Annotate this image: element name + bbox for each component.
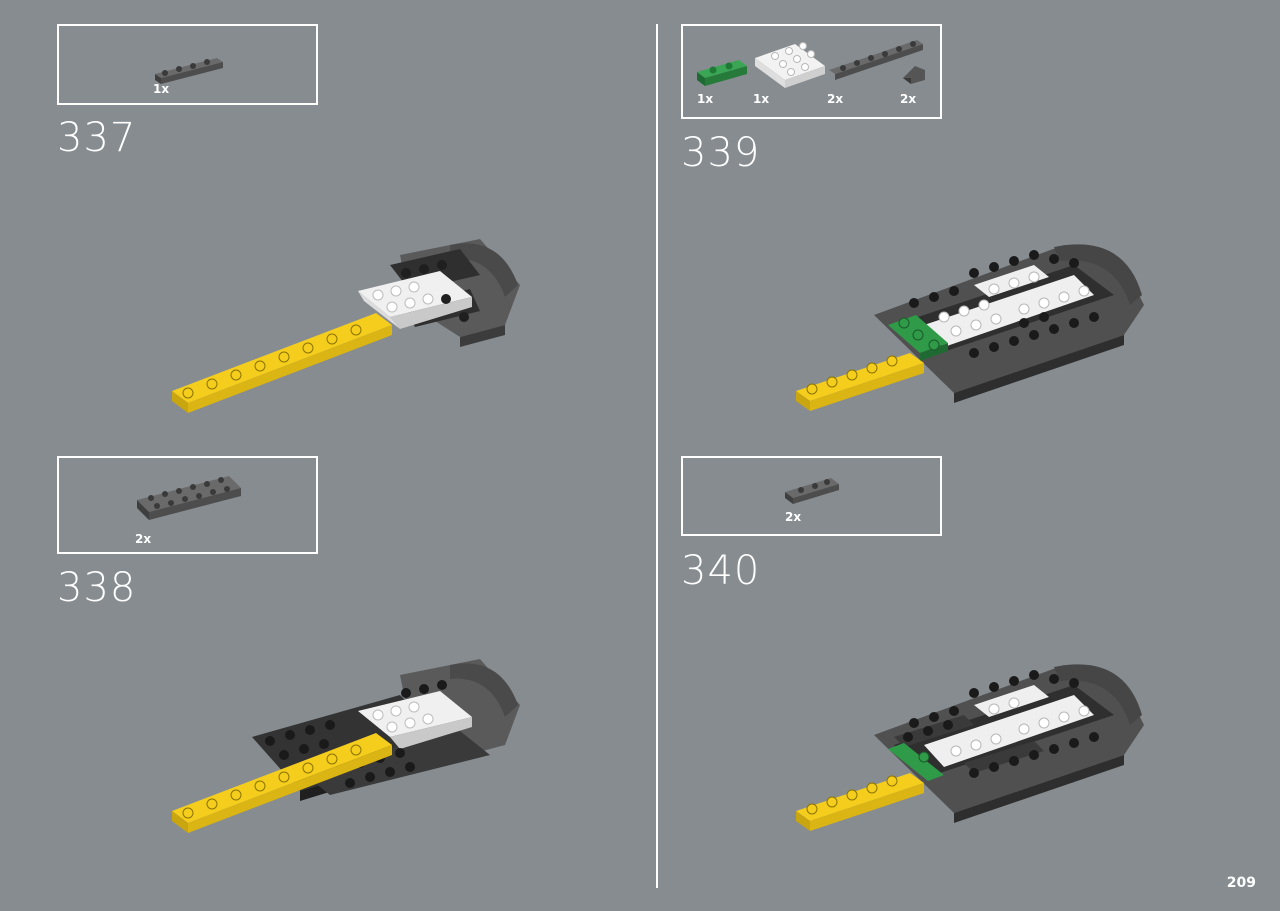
step-number-340: 340 [681, 548, 761, 594]
part-qty: 1x [153, 82, 170, 96]
green-plate-icon [697, 60, 747, 86]
part-qty: 2x [827, 92, 844, 106]
part-qty: 1x [697, 92, 714, 106]
step-339-model [796, 244, 1144, 411]
part-qty: 1x [753, 92, 770, 106]
step-340-model [796, 664, 1144, 831]
part-qty: 2x [135, 532, 152, 546]
plate-1x4-icon [155, 58, 223, 84]
part-qty: 2x [785, 510, 802, 524]
step-338-model [172, 659, 520, 833]
page-divider [656, 24, 658, 888]
parts-box-339: 1x 1x 2x 2x [681, 24, 942, 119]
part-qty: 2x [900, 92, 917, 106]
plate-2x6-icon [137, 476, 241, 520]
parts-339-icons [697, 40, 925, 88]
page-number: 209 [1226, 875, 1256, 891]
grey-slope-icon [903, 66, 925, 84]
parts-box-337: 1x [57, 24, 318, 105]
step-number-337: 337 [57, 115, 137, 161]
parts-box-340: 2x [681, 456, 942, 536]
white-plate-icon [755, 42, 825, 88]
step-number-338: 338 [57, 565, 137, 611]
parts-box-338: 2x [57, 456, 318, 554]
grey-plate-1x6-icon [829, 40, 923, 80]
step-number-339: 339 [681, 130, 761, 176]
plate-1x2-icon [785, 478, 839, 504]
step-337-model [172, 239, 520, 413]
